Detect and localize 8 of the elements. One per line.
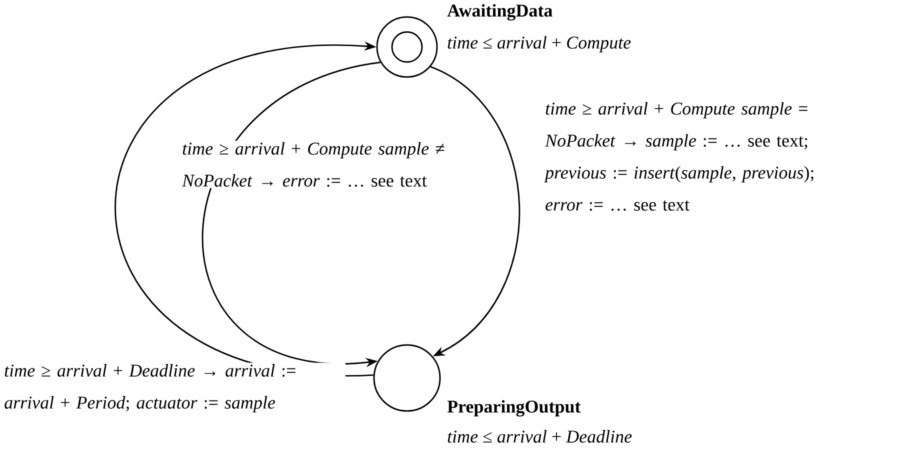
invariant-text: time ≤ arrival + Deadline [448, 430, 632, 443]
state-name: AwaitingData [447, 4, 552, 21]
arrow [430, 66, 520, 356]
edge-label: time ≥ arrival + Compute sample = NoPacket → sample := … see text; previous := insert(sample, previous); error := … see text [544, 100, 822, 212]
state-name: PreparingOutput [447, 400, 581, 417]
edge-label: time ≥ arrival + Compute sample ≠ NoPacket → error := … see text [180, 140, 458, 188]
invariant-text: time ≤ arrival + Compute [448, 36, 631, 52]
edge-label: time ≥ arrival + Deadline → arrival := arrival + Period; actuator := sample [2, 362, 346, 414]
